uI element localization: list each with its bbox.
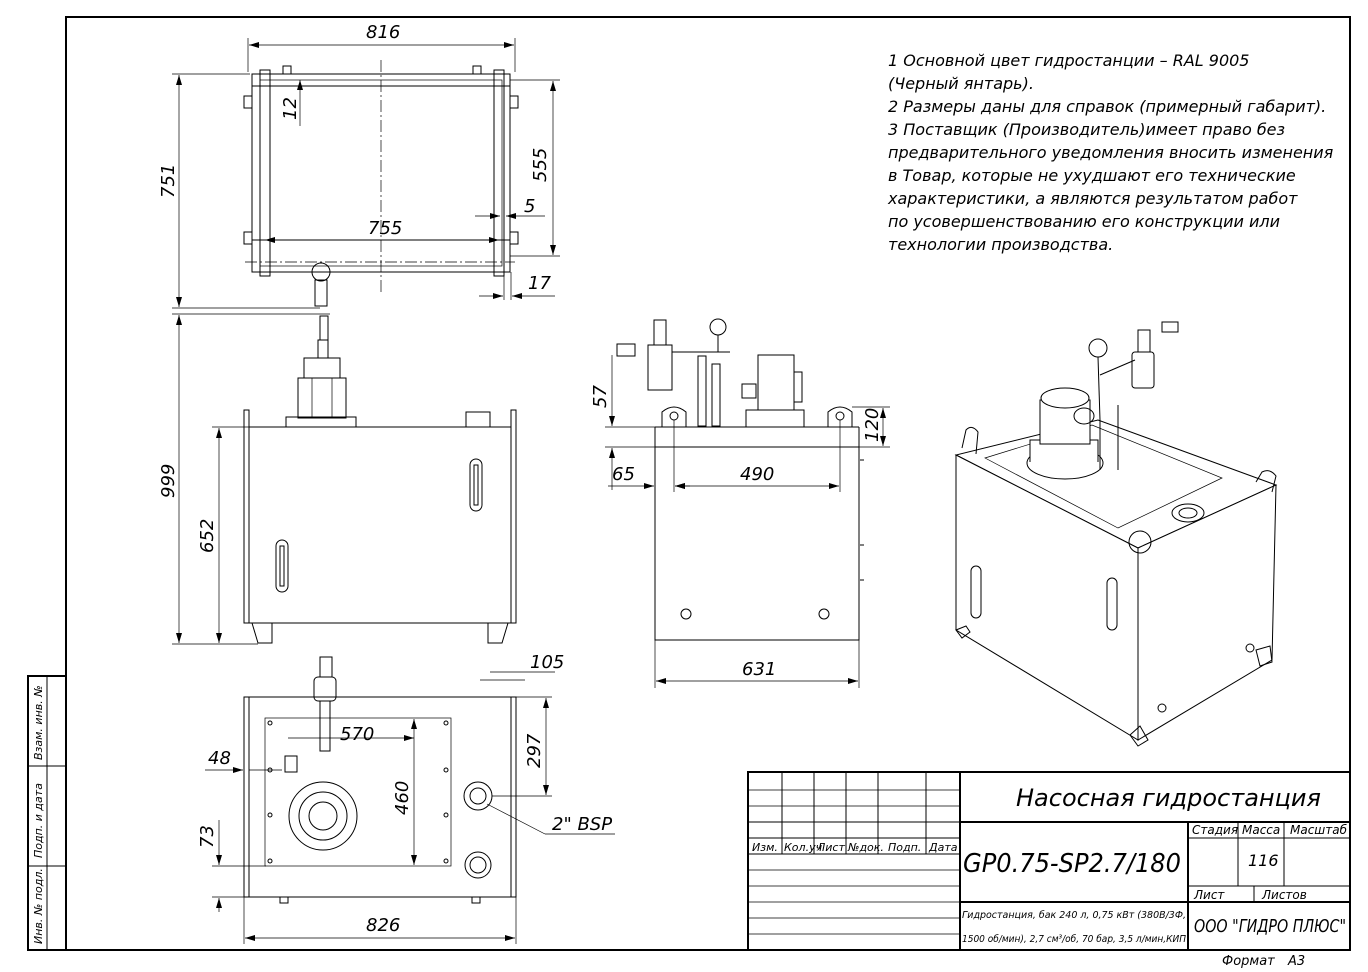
dim-plan-460: 460 bbox=[392, 781, 413, 815]
stamp-label-inv: Инв. № подл. bbox=[32, 868, 45, 944]
sheet-frame bbox=[65, 16, 1351, 951]
tb-description-2: 1500 об/мин), 2,7 см³/об, 70 бар, 3,5 л/… bbox=[962, 933, 1186, 945]
tb-col-ndok: №док. bbox=[847, 841, 884, 854]
dim-plan-73: 73 bbox=[197, 825, 218, 848]
note-line-8: по усовершенствованию его конструкции ил… bbox=[888, 212, 1280, 231]
note-line-9: технологии производства. bbox=[888, 235, 1113, 254]
dim-top-555: 555 bbox=[530, 148, 551, 182]
side-view: 57 65 490 120 631 bbox=[590, 318, 890, 688]
dim-plan-826: 826 bbox=[366, 915, 400, 936]
dim-plan-570: 570 bbox=[340, 724, 374, 745]
stamp-label-sign: Подп. и дата bbox=[32, 783, 45, 858]
tb-sheets-label: Листов bbox=[1261, 888, 1307, 902]
note-line-2: (Черный янтарь). bbox=[888, 74, 1034, 93]
plan-view: 105 570 297 48 460 73 826 2" BSP bbox=[197, 652, 615, 944]
isometric-view bbox=[954, 321, 1278, 747]
dim-plan-105: 105 bbox=[530, 652, 564, 673]
tb-description-1: Гидростанция, бак 240 л, 0,75 кВт (380В/… bbox=[962, 909, 1186, 921]
dim-side-65: 65 bbox=[612, 464, 635, 485]
note-line-1: 1 Основной цвет гидростанции – RAL 9005 bbox=[888, 51, 1249, 70]
dim-plan-bsp: 2" BSP bbox=[552, 814, 612, 835]
dim-top-816: 816 bbox=[366, 22, 400, 43]
tb-name: Насосная гидростанция bbox=[1016, 784, 1321, 812]
dim-top-12: 12 bbox=[280, 97, 301, 120]
note-line-6: в Товар, которые не ухудшают его техниче… bbox=[888, 166, 1296, 185]
note-line-3: 2 Размеры даны для справок (примерный га… bbox=[888, 97, 1326, 116]
tb-mass-value: 116 bbox=[1248, 851, 1279, 870]
tb-code: GP0.75-SP2.7/180 bbox=[963, 849, 1181, 879]
dim-front-652: 652 bbox=[197, 519, 218, 553]
dim-plan-297: 297 bbox=[524, 733, 545, 768]
dim-top-17: 17 bbox=[528, 273, 551, 294]
note-line-4: 3 Поставщик (Производитель)имеет право б… bbox=[888, 120, 1285, 139]
dim-side-631: 631 bbox=[742, 659, 776, 680]
tb-sheet-label: Лист bbox=[1193, 888, 1225, 902]
dim-top-755: 755 bbox=[368, 218, 402, 239]
dim-top-5: 5 bbox=[524, 196, 535, 217]
title-block: Изм. Кол.уч Лист №док. Подп. Дата Насосн… bbox=[747, 771, 1351, 951]
side-stamp: Взам. инв. № Подп. и дата Инв. № подл. bbox=[27, 675, 67, 951]
front-view: 999 652 bbox=[158, 313, 517, 645]
note-line-7: характеристики, а являются результатом р… bbox=[887, 189, 1298, 208]
format-label: Формат bbox=[1222, 954, 1275, 969]
note-line-5: предварительного уведомления вносить изм… bbox=[888, 143, 1334, 162]
tb-col-izm: Изм. bbox=[752, 841, 778, 854]
top-view: 816 751 12 555 755 5 17 bbox=[158, 22, 560, 309]
dim-top-751: 751 bbox=[158, 164, 179, 198]
dim-side-120: 120 bbox=[862, 408, 883, 442]
dim-plan-48: 48 bbox=[208, 748, 231, 769]
tb-company: ООО "ГИДРО ПЛЮС" bbox=[1194, 916, 1346, 937]
tb-col-kolich: Кол.уч bbox=[784, 841, 823, 854]
tb-col-list: Лист bbox=[816, 841, 845, 854]
dim-side-57: 57 bbox=[590, 385, 611, 408]
tb-col-data: Дата bbox=[928, 841, 958, 854]
notes: 1 Основной цвет гидростанции – RAL 9005 … bbox=[887, 51, 1334, 254]
dim-front-999: 999 bbox=[158, 464, 179, 498]
dim-side-490: 490 bbox=[740, 464, 774, 485]
tb-col-podp: Подп. bbox=[888, 841, 921, 854]
tb-scale-label: Масштаб bbox=[1290, 823, 1348, 837]
tb-mass-label: Масса bbox=[1242, 823, 1280, 837]
tb-stage-label: Стадия bbox=[1192, 823, 1238, 837]
format-value: А3 bbox=[1287, 954, 1305, 969]
stamp-label-replace: Взам. инв. № bbox=[32, 685, 45, 760]
